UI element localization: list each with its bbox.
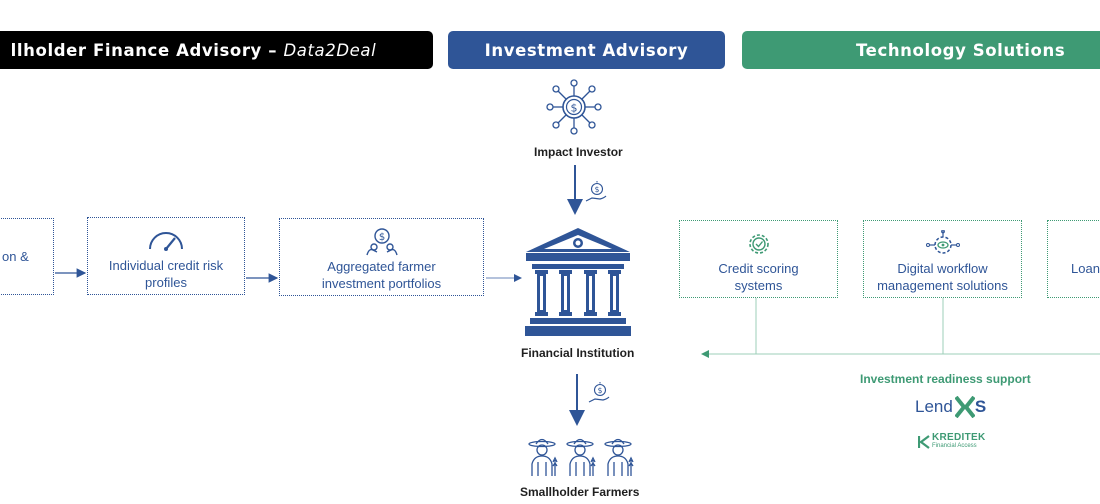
bank-building-icon bbox=[522, 226, 634, 346]
aggregated-label-2: investment portfolios bbox=[321, 276, 442, 291]
svg-text:$: $ bbox=[378, 232, 384, 243]
header-technology-solutions-text: Technology Solutions bbox=[856, 40, 1066, 60]
money-hand-icon-top: $ bbox=[584, 180, 608, 209]
financial-institution-label: Financial Institution bbox=[521, 346, 635, 360]
header-technology-solutions: Technology Solutions bbox=[742, 31, 1100, 69]
farmers-icon bbox=[524, 436, 642, 483]
credit-scoring-label-1: Credit scoring bbox=[718, 261, 799, 276]
credit-risk-label-2: profiles bbox=[145, 275, 187, 290]
svg-text:$: $ bbox=[571, 102, 578, 115]
kreditek-tagline: Financial Access bbox=[932, 443, 977, 449]
header-investment-advisory-text: Investment Advisory bbox=[484, 40, 689, 60]
smallholder-farmers-label: Smallholder Farmers bbox=[520, 485, 640, 499]
loan-box-partial: Loan rep bbox=[1047, 220, 1100, 298]
impact-investor-label: Impact Investor bbox=[534, 145, 623, 159]
header-finance-advisory-italic: Data2Deal bbox=[283, 40, 377, 60]
dollar-people-icon: $ bbox=[364, 228, 400, 256]
credit-scoring-box: Credit scoring systems bbox=[679, 220, 838, 298]
gear-eye-network-icon bbox=[925, 229, 960, 256]
credit-risk-label-1: Individual credit risk bbox=[108, 258, 224, 273]
digital-workflow-label-2: management solutions bbox=[877, 278, 1008, 293]
lendxs-logo-x-mark bbox=[954, 395, 976, 419]
svg-text:$: $ bbox=[598, 386, 603, 395]
aggregated-portfolio-box: $ Aggregated farmer investment portfolio… bbox=[279, 218, 484, 296]
header-finance-advisory: llholder Finance Advisory – Data2Deal bbox=[0, 31, 433, 69]
header-finance-advisory-text: llholder Finance Advisory – bbox=[10, 40, 284, 60]
left-box-partial: on & bbox=[0, 218, 54, 295]
impact-investor-icon: $ bbox=[545, 78, 603, 141]
lendxs-logo-s: S bbox=[974, 397, 987, 416]
speedometer-icon bbox=[146, 227, 186, 253]
digital-workflow-box: Digital workflow management solutions bbox=[863, 220, 1022, 298]
credit-risk-box: Individual credit risk profiles bbox=[87, 217, 245, 295]
credit-scoring-label-2: systems bbox=[734, 278, 783, 293]
digital-workflow-label-1: Digital workflow bbox=[897, 261, 988, 276]
kreditek-logo: KREDITEK Financial Access bbox=[918, 432, 986, 450]
gear-check-icon bbox=[745, 230, 773, 256]
header-investment-advisory: Investment Advisory bbox=[448, 31, 725, 69]
aggregated-label-1: Aggregated farmer bbox=[327, 259, 436, 274]
lendxs-logo: Lend S bbox=[915, 395, 987, 419]
left-box-partial-label: on & bbox=[2, 249, 29, 264]
kreditek-name: KREDITEK bbox=[932, 432, 986, 443]
kreditek-k-icon bbox=[918, 435, 930, 449]
loan-box-label-1: Loan bbox=[1071, 261, 1100, 276]
money-hand-icon-bottom: $ bbox=[587, 381, 611, 410]
svg-text:$: $ bbox=[595, 185, 600, 194]
readiness-support-label: Investment readiness support bbox=[860, 372, 1031, 386]
lendxs-logo-lend: Lend bbox=[915, 397, 953, 416]
